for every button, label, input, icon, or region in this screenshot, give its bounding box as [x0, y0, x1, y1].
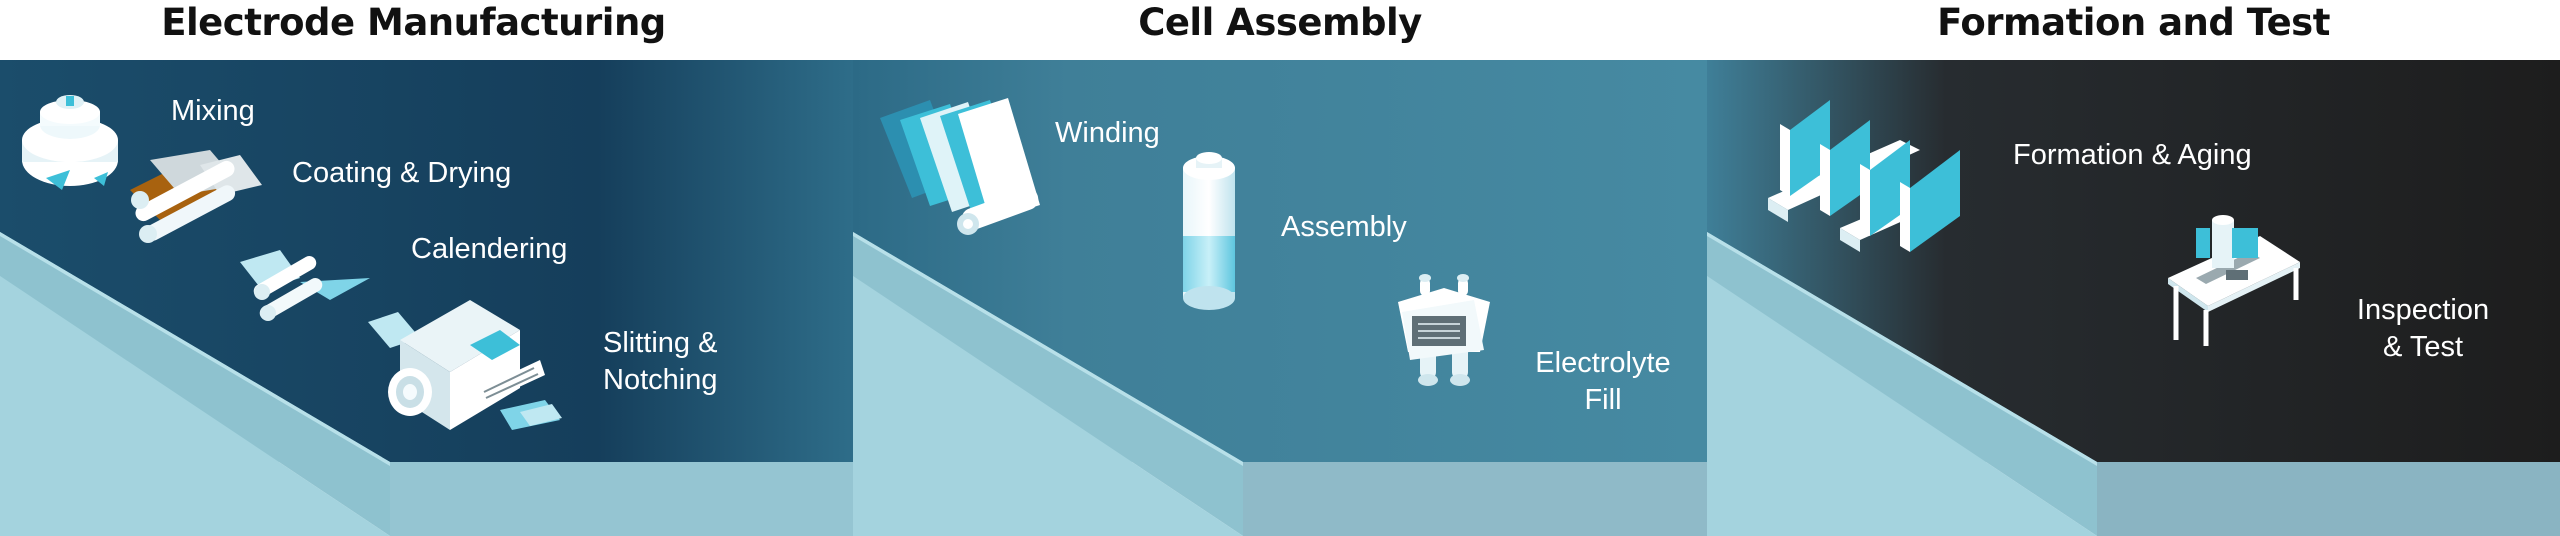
step-label-formation-aging: Formation & Aging [2013, 139, 2252, 171]
formation-racks-icon [1768, 100, 1960, 252]
step-label-slitting-notching: Slitting & Notching [603, 327, 718, 396]
calender-rollers-icon [240, 250, 370, 321]
step-label-coating-drying: Coating & Drying [292, 157, 512, 189]
step-label-winding: Winding [1055, 117, 1160, 149]
step-label-mixing: Mixing [171, 95, 255, 127]
slitting-machine-icon [368, 300, 562, 430]
step-label-electrolyte-fill: Electrolyte Fill [1535, 347, 1671, 416]
coating-rollers-icon [130, 150, 262, 243]
cell-assembly-panel [853, 60, 1707, 536]
step-label-inspection-test: Inspection & Test [2356, 294, 2490, 363]
section-title-electrode-manufacturing: Electrode Manufacturing [161, 1, 666, 44]
mixer-icon [22, 95, 118, 190]
section-title-formation-and-test: Formation and Test [1937, 1, 2330, 44]
formation-and-test-panel [1707, 60, 2560, 536]
inspection-station-icon [2168, 215, 2300, 346]
winding-sheets-icon [880, 98, 1040, 235]
step-label-assembly: Assembly [1281, 211, 1407, 243]
cylindrical-cell-icon [1183, 152, 1235, 310]
step-label-calendering: Calendering [411, 233, 568, 265]
electrode-manufacturing-panel [0, 60, 853, 536]
electrolyte-filler-icon [1398, 274, 1490, 386]
section-title-cell-assembly: Cell Assembly [1138, 1, 1422, 44]
